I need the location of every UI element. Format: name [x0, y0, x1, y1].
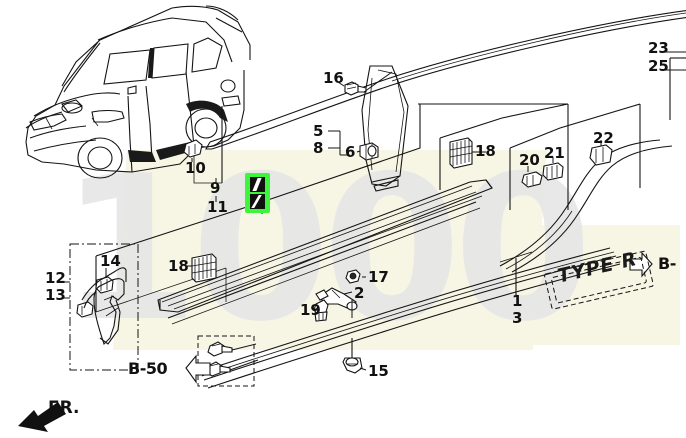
part-18-clip-lower	[191, 253, 217, 283]
callout-13[interactable]: 13	[45, 286, 66, 304]
part-screw-upper	[207, 341, 233, 357]
part-15-grommet	[342, 338, 363, 374]
front-direction-label: FR.	[48, 398, 80, 418]
callout-16[interactable]: 16	[323, 69, 344, 87]
callout-23[interactable]: 23	[648, 39, 669, 57]
callout-12[interactable]: 12	[45, 269, 66, 287]
front-direction-arrow	[18, 402, 66, 432]
reference-label-b50[interactable]: B-50	[128, 359, 168, 378]
part-6-clip	[359, 142, 379, 161]
callout-14[interactable]: 14	[100, 252, 121, 270]
vehicle-illustration	[25, 5, 251, 179]
part-17-nut	[345, 269, 361, 284]
part-21-clip	[542, 162, 564, 181]
callout-6[interactable]: 6	[345, 143, 356, 161]
reference-arrow-b50	[185, 354, 211, 384]
callout-2[interactable]: 2	[354, 284, 365, 302]
roof-molding-strip	[205, 10, 686, 150]
callout-18-lower[interactable]: 18	[168, 257, 189, 275]
part-22-clip	[589, 144, 613, 166]
part-14b-clip	[76, 301, 94, 318]
callout-15[interactable]: 15	[368, 362, 389, 380]
callout-8[interactable]: 8	[313, 139, 324, 157]
part-10-retainer	[183, 139, 203, 158]
reference-label-b-right[interactable]: B-	[658, 254, 676, 273]
part-14-clip	[95, 276, 114, 294]
clip-slash-icon	[250, 177, 265, 192]
clip-slash-icon	[250, 194, 265, 209]
callout-17[interactable]: 17	[368, 268, 389, 286]
callout-18-upper[interactable]: 18	[475, 142, 496, 160]
callout-9[interactable]: 9	[210, 179, 221, 197]
part-18-clip-upper	[449, 137, 473, 169]
callout-11[interactable]: 11	[207, 198, 228, 216]
leader-lines	[62, 51, 686, 371]
callout-21[interactable]: 21	[544, 144, 565, 162]
callout-25[interactable]: 25	[648, 57, 669, 75]
callout-1[interactable]: 1	[512, 292, 523, 310]
callout-20[interactable]: 20	[519, 151, 540, 169]
highlighted-clip-selection[interactable]	[245, 173, 270, 213]
part-20-clip	[521, 171, 543, 188]
callout-10[interactable]: 10	[185, 159, 206, 177]
callout-22[interactable]: 22	[593, 129, 614, 147]
callout-19[interactable]: 19	[300, 301, 321, 319]
callout-3[interactable]: 3	[512, 309, 523, 327]
part-16-screw	[344, 81, 367, 96]
callout-5[interactable]: 5	[313, 122, 324, 140]
